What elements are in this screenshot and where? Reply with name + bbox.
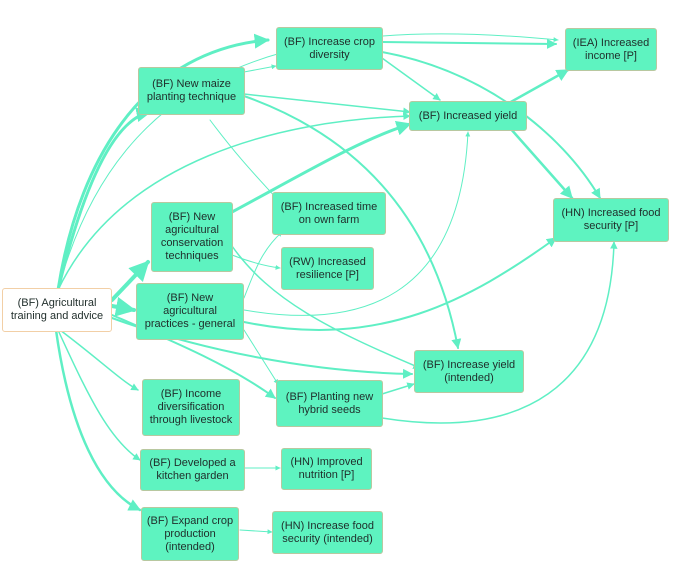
edge-expand-to-food-security-intended	[239, 529, 273, 535]
node-income-diversification[interactable]: (BF) Income diversification through live…	[142, 379, 240, 436]
edge-training-to-kitchen	[57, 329, 141, 461]
edge-conservation-to-hybrid	[231, 245, 421, 369]
edge-practices-to-hybrid	[243, 329, 279, 385]
node-increased-resilience[interactable]: (RW) Increased resilience [P]	[281, 247, 374, 290]
edge-training-to-livestock	[59, 329, 139, 391]
edge-crop-diversity-to-increased-yield	[381, 57, 441, 101]
node-food-security-intended[interactable]: (HN) Increase food security (intended)	[272, 511, 383, 554]
edge-training-to-maize	[56, 107, 152, 292]
edge-conservation-to-resilience	[231, 254, 281, 270]
node-increase-crop-diversity[interactable]: (BF) Increase crop diversity	[276, 27, 383, 70]
node-increased-food-security[interactable]: (HN) Increased food security [P]	[553, 198, 669, 242]
edge-training-to-expand	[54, 328, 142, 512]
edge-training-to-conservation	[110, 260, 150, 302]
node-expand-crop-production[interactable]: (BF) Expand crop production (intended)	[141, 507, 239, 561]
node-increased-income[interactable]: (IEA) Increased income [P]	[565, 28, 657, 71]
edge-maize-to-time-farm	[209, 119, 279, 201]
edge-conservation-to-increased-yield	[230, 120, 412, 214]
node-conservation-techniques[interactable]: (BF) New agricultural conservation techn…	[151, 202, 233, 272]
edge-maize-to-increased-yield	[243, 93, 411, 116]
edge-training-to-crop-diversity	[56, 33, 270, 292]
node-agricultural-practices[interactable]: (BF) New agricultural practices - genera…	[136, 283, 244, 340]
edge-maize-to-crop-diversity	[243, 64, 277, 73]
edge-practices-to-time-farm	[243, 231, 283, 299]
node-agricultural-training[interactable]: (BF) Agricultural training and advice	[2, 288, 112, 332]
node-increased-time-farm[interactable]: (BF) Increased time on own farm	[272, 192, 386, 235]
edge-training-to-increased-yield	[57, 112, 411, 291]
edge-increased-yield-to-food-security	[508, 126, 574, 200]
edge-practices-to-food-security	[243, 237, 557, 331]
node-increase-yield-intended[interactable]: (BF) Increase yield (intended)	[414, 350, 524, 393]
node-planting-hybrid-seeds[interactable]: (BF) Planting new hybrid seeds	[276, 380, 383, 427]
edge-practices-to-increased-yield	[243, 131, 471, 316]
node-new-maize-planting[interactable]: (BF) New maize planting technique	[138, 67, 245, 115]
edge-maize-to-yield-intended	[243, 95, 462, 349]
edge-training-to-practices	[110, 296, 136, 317]
node-increased-yield[interactable]: (BF) Increased yield	[409, 101, 527, 131]
edge-hybrid-to-yield-intended	[381, 382, 415, 395]
node-improved-nutrition[interactable]: (HN) Improved nutrition [P]	[281, 448, 372, 490]
edge-hybrid-to-food-security	[381, 241, 618, 424]
node-kitchen-garden[interactable]: (BF) Developed a kitchen garden	[140, 449, 245, 491]
edge-training-to-hybrid	[111, 314, 276, 399]
edge-crop-diversity-to-income	[381, 38, 557, 49]
